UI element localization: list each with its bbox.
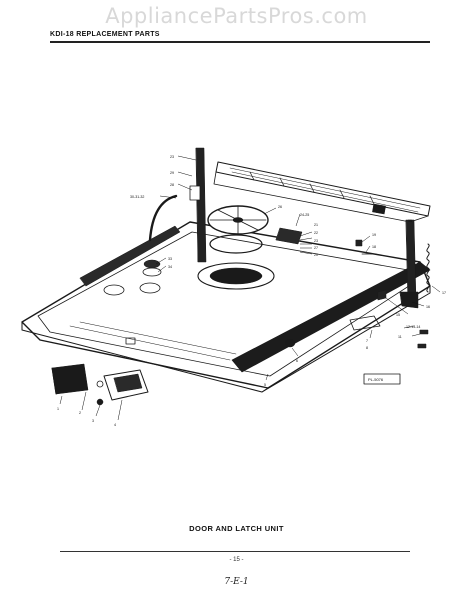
fill-lid <box>275 227 303 245</box>
top-vent-slots <box>229 167 421 213</box>
part-label-19: 20 <box>314 253 318 257</box>
part-label-18: 19 <box>372 233 376 237</box>
door-left-band <box>79 225 181 287</box>
right-hinge-arm <box>405 219 417 303</box>
vent-clip <box>372 203 386 215</box>
part-label-33: 33 <box>168 257 172 261</box>
page-number: - 15 - <box>229 557 244 563</box>
part-label-15: 16 <box>426 305 430 309</box>
footer-divider <box>60 551 410 552</box>
part-label-2: 2 <box>79 411 81 415</box>
door-spring <box>426 243 430 293</box>
latch-screw-c <box>417 343 427 349</box>
small-cup-b <box>142 267 162 277</box>
right-hinge-foot <box>399 291 419 309</box>
part-label-3: 3 <box>92 419 94 423</box>
part-label-17: 18 <box>372 245 376 249</box>
part-label-21: 23 <box>170 155 174 159</box>
part-label-8: 8 <box>366 346 368 350</box>
latch-assembly-detail <box>113 373 143 393</box>
latch-screw-b <box>419 329 429 335</box>
page-header-title: KDI-18 REPLACEMENT PARTS <box>50 31 160 38</box>
latch-screw-a <box>377 289 387 301</box>
watermark-text: AppliancePartsPros.com <box>105 4 368 28</box>
left-hinge-arm <box>195 147 207 263</box>
part-label-30-31-32: 30-31-32 <box>130 195 144 199</box>
part-label-28: 28 <box>170 183 174 187</box>
latch-bracket-part <box>51 363 89 395</box>
small-cup-a <box>143 259 161 269</box>
part-label-7: 7 <box>366 339 368 343</box>
part-label-23: 23 <box>314 239 318 243</box>
large-cup-inner <box>209 267 263 285</box>
part-label-4: 4 <box>114 423 116 427</box>
top-vent-underside <box>213 171 429 223</box>
latch-washer <box>96 380 104 388</box>
spray-ring <box>209 234 263 254</box>
figure-caption: DOOR AND LATCH UNIT <box>189 524 284 533</box>
part-label-16: 17 <box>442 291 446 295</box>
part-label-35: 35 <box>408 219 412 223</box>
part-label-27: 27 <box>314 246 318 250</box>
vent-cup-a <box>103 284 125 296</box>
latch-screw-d <box>96 398 104 406</box>
door-panel-outline <box>21 221 431 389</box>
left-hinge-bracket <box>189 185 201 201</box>
latch-bar <box>349 315 381 331</box>
part-label-11: 12-13-14 <box>406 325 420 329</box>
latch-clip <box>355 239 363 247</box>
part-label-12-13-14: 15 <box>396 313 400 317</box>
part-label-6: 6 <box>296 359 298 363</box>
door-front-band-hatch <box>69 321 237 361</box>
door-panel-thickness <box>261 285 431 393</box>
part-label-34: 34 <box>168 265 172 269</box>
part-label-26: 26 <box>278 205 282 209</box>
sheet-code: 7-E-1 <box>224 577 249 587</box>
leader-lines <box>59 155 441 421</box>
latch-knob <box>284 338 296 348</box>
part-label-9-10: 11 <box>398 335 402 339</box>
vent-cup-b <box>139 282 161 294</box>
part-label-1: 1 <box>57 407 59 411</box>
part-label-22: 22 <box>314 231 318 235</box>
door-square-mark <box>125 337 136 345</box>
part-label-24-25: 24-25 <box>300 213 309 217</box>
header-divider <box>50 41 430 43</box>
part-label-29: 29 <box>170 171 174 175</box>
figure-code: PL-5076 <box>368 377 384 382</box>
part-label-5: 5 <box>264 383 266 387</box>
figure-code-box <box>363 373 401 385</box>
spray-wheel-spokes <box>209 205 267 235</box>
top-vent-fins <box>249 171 375 205</box>
part-label-20: 21 <box>314 223 318 227</box>
door-front-band <box>231 261 431 373</box>
latch-bracket-front <box>51 367 63 395</box>
